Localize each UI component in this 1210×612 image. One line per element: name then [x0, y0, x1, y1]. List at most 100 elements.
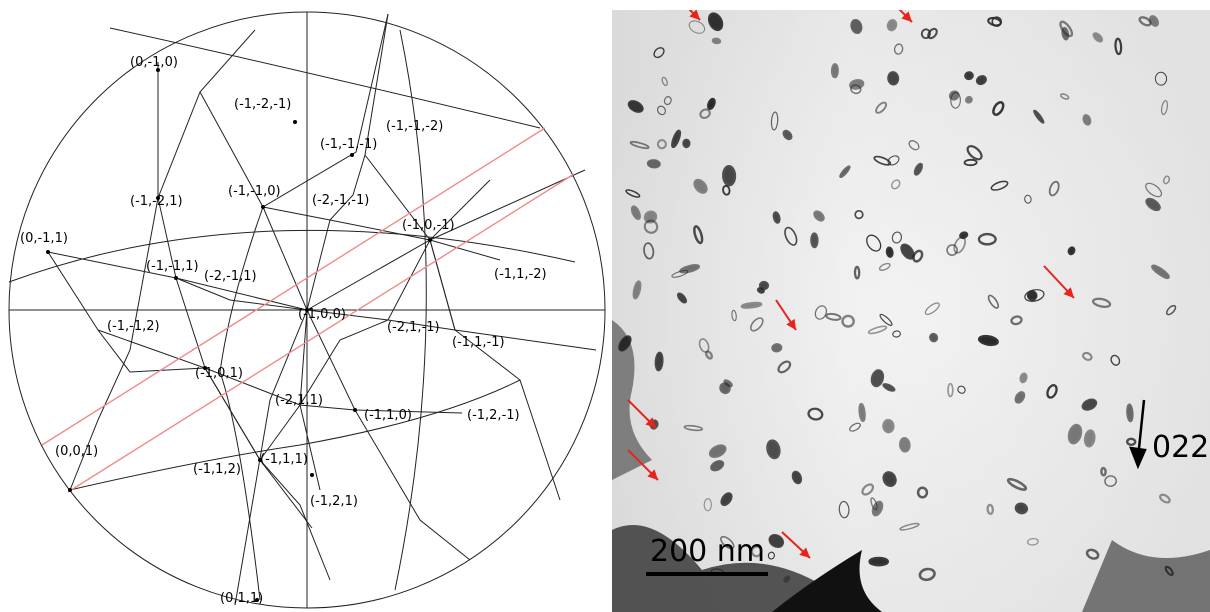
pole-label: (-1,-1,1)	[146, 259, 199, 274]
defect-loop	[750, 545, 763, 558]
pole-dot	[156, 196, 160, 200]
defect-loop	[1059, 93, 1070, 100]
defect-loop	[1027, 537, 1039, 546]
pole-label: (-1,1,-2)	[494, 267, 547, 282]
defect-loop	[913, 162, 924, 176]
defect-loop	[704, 350, 714, 360]
defect-loop	[1092, 32, 1104, 43]
defect-loop	[1083, 429, 1096, 448]
defect-loop	[629, 140, 650, 150]
defect-loop	[963, 158, 978, 167]
defect-loop	[977, 232, 997, 246]
pole-label: (-1,-1,-1)	[320, 137, 377, 152]
defect-loop	[1138, 16, 1152, 27]
defect-loop	[784, 226, 798, 246]
dark-region	[1082, 540, 1210, 612]
defect-loop	[653, 47, 665, 59]
scale-bar	[646, 572, 768, 576]
defect-loop	[920, 28, 931, 39]
defect-loop	[710, 460, 725, 472]
defect-loop	[1110, 354, 1121, 366]
pole-dot	[350, 153, 354, 157]
defect-loop	[966, 145, 983, 161]
defect-loop	[1010, 315, 1023, 326]
defect-loop	[924, 302, 940, 315]
defect-loop	[768, 533, 785, 549]
pole-dot	[293, 120, 297, 124]
pole-dot	[46, 250, 50, 254]
zone-trace	[219, 13, 389, 601]
defect-loop	[891, 179, 901, 190]
defect-loop	[654, 351, 664, 372]
pole-dot	[174, 276, 178, 280]
defect-loop	[1081, 398, 1098, 411]
defect-loop	[957, 385, 966, 394]
defect-loop	[891, 231, 903, 244]
dark-region	[772, 550, 882, 612]
defect-loop	[740, 301, 763, 309]
pole-label: (-2,-1,-1)	[312, 193, 369, 208]
red-trace	[67, 173, 575, 493]
defect-loop	[849, 422, 861, 432]
defect-loop	[807, 407, 824, 421]
defect-loop	[630, 205, 641, 221]
red-arrow	[898, 10, 913, 23]
pole-dot	[428, 238, 432, 242]
defect-loop	[892, 330, 901, 338]
defect-loop	[867, 325, 888, 335]
defect-loop	[1024, 194, 1032, 204]
defect-loop	[1006, 477, 1028, 491]
defect-loop	[1067, 246, 1076, 256]
defect-loop	[1085, 548, 1100, 560]
pole-label: (-1,-2,1)	[130, 194, 183, 209]
pole-dot	[261, 205, 265, 209]
defect-loop	[873, 155, 892, 166]
defect-loop	[707, 12, 724, 32]
defect-loop	[1104, 475, 1117, 487]
red-arrow	[1043, 265, 1075, 299]
defect-loop	[918, 567, 936, 582]
defect-loop	[1024, 289, 1045, 302]
defect-loop	[671, 129, 682, 149]
red-arrow	[688, 10, 701, 21]
defect-loop	[723, 379, 733, 388]
defect-loop	[929, 332, 939, 343]
zone-trace	[8, 229, 576, 283]
defect-loop	[850, 18, 863, 35]
defect-loop	[632, 280, 642, 300]
pole-label: (0,-1,0)	[130, 55, 178, 70]
zone-trace	[262, 206, 501, 261]
defect-loop	[1145, 182, 1163, 198]
defect-loop	[1082, 351, 1093, 361]
defect-loop	[987, 16, 1002, 27]
defect-loop	[959, 231, 969, 240]
defect-loop	[731, 309, 737, 322]
defect-loop	[887, 71, 900, 86]
pole-label: (-2,1,-1)	[387, 320, 440, 335]
defect-loop	[853, 265, 861, 280]
defect-loop	[688, 20, 706, 34]
defect-loop	[878, 262, 891, 271]
defect-loop	[1160, 100, 1169, 116]
defect-loop	[990, 180, 1009, 191]
defect-loops	[618, 12, 1177, 583]
defect-loop	[625, 189, 641, 198]
defect-loop	[722, 164, 737, 187]
defect-loop	[854, 209, 864, 220]
defect-loop	[916, 486, 929, 499]
defect-loop	[947, 382, 954, 398]
defect-loop	[777, 360, 792, 374]
pole-label: (0,-1,1)	[20, 231, 68, 246]
defect-loop	[756, 287, 765, 294]
defect-loop	[839, 165, 851, 179]
pole-label: (-1,-1,2)	[107, 319, 160, 334]
defect-loop	[772, 211, 781, 224]
defect-loop	[900, 243, 915, 260]
defect-loop	[987, 294, 1000, 309]
defect-loop	[879, 313, 893, 326]
defect-loop	[1082, 114, 1092, 126]
defect-loop	[838, 500, 850, 519]
direction-label: 022	[1152, 430, 1210, 465]
defect-loop	[975, 75, 987, 86]
defect-loop	[699, 108, 711, 119]
